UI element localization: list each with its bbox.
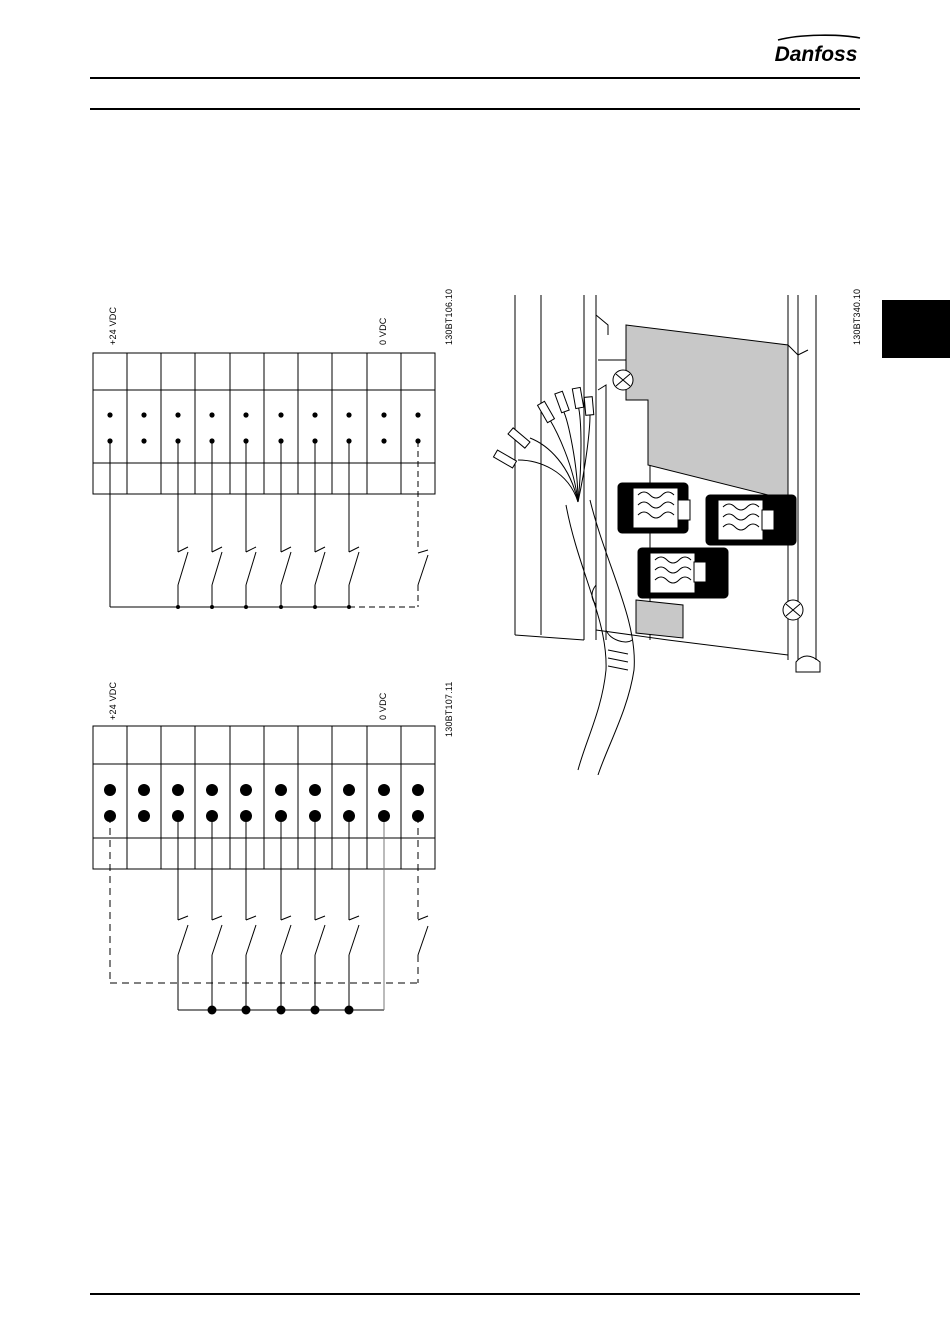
top-plus-24vdc-label: +24 VDC [108,307,118,345]
top-zero-vdc-label: 0 VDC [378,317,388,345]
top-figure-code: 130BT106.10 [444,289,454,345]
bottom-wiring-diagram [80,720,450,1020]
bottom-plus-24vdc-label: +24 VDC [108,682,118,720]
header-rule-top [90,77,860,79]
top-wiring-diagram [80,345,450,615]
cable-clamp-illustration [478,290,858,775]
header-rule-bottom [90,108,860,110]
brand-text: Danfoss [775,43,858,66]
footer-rule [90,1293,860,1295]
bottom-zero-vdc-label: 0 VDC [378,692,388,720]
chapter-tab [882,300,950,358]
danfoss-logo: Danfoss [770,30,862,72]
